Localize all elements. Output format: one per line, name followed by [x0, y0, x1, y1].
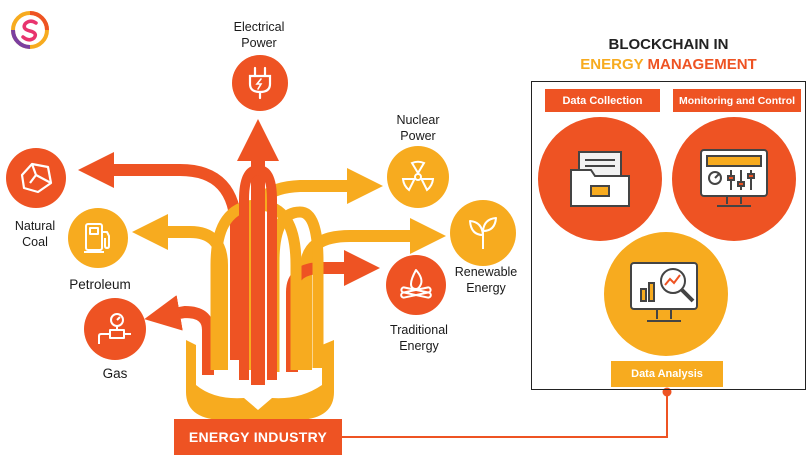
panel-title-line1: BLOCKCHAIN IN	[608, 36, 729, 53]
data-analysis-tag: Data Analysis	[611, 361, 723, 387]
data-analysis-node	[604, 232, 728, 356]
hub-connector-line	[342, 392, 668, 438]
energy-industry-hub: ENERGY INDUSTRY	[174, 419, 342, 455]
natural-coal-label: Natural Coal	[14, 219, 56, 249]
natural-coal-node	[6, 148, 66, 208]
coal-lump-icon	[20, 162, 53, 194]
monitoring-control-tag: Monitoring and Control	[673, 89, 801, 112]
radiation-icon	[401, 160, 435, 192]
arrow-to-coal	[78, 152, 242, 360]
panel-title-management: MANAGEMENT	[647, 55, 757, 73]
electrical-power-node	[232, 55, 288, 111]
panel-title-energy: ENERGY	[580, 55, 644, 73]
nuclear-power-node	[387, 146, 449, 208]
campfire-icon	[400, 269, 432, 299]
leaf-sprout-icon	[469, 217, 497, 249]
traditional-energy-label: Traditional Energy	[390, 323, 448, 353]
arrow-to-gas	[144, 295, 214, 375]
panel-title-line2: ENERGY MANAGEMENT	[531, 55, 806, 75]
plug-icon	[248, 66, 272, 100]
hands-shape	[186, 340, 334, 420]
data-collection-node	[538, 117, 662, 241]
traditional-energy-node	[386, 255, 446, 315]
folder-drawer-icon	[570, 151, 630, 207]
blockchain-panel	[531, 81, 806, 390]
gas-node	[84, 298, 146, 360]
brand-logo[interactable]	[10, 10, 50, 50]
nuclear-power-label: Nuclear Power	[396, 113, 440, 143]
fuel-pump-icon	[84, 223, 110, 253]
petroleum-label: Petroleum	[69, 277, 131, 292]
gas-label: Gas	[102, 366, 128, 381]
monitoring-control-node	[672, 117, 796, 241]
electrical-power-label: Electrical Power	[233, 20, 285, 50]
swirl-s-logo	[11, 11, 49, 49]
petroleum-node	[68, 208, 128, 268]
renewable-energy-node	[450, 200, 516, 266]
gas-meter-icon	[98, 313, 131, 344]
arrow-electrical-side	[239, 165, 259, 380]
control-monitor-icon	[700, 149, 768, 207]
arrow-electrical-side-2	[257, 165, 277, 380]
data-collection-tag: Data Collection	[545, 89, 660, 112]
renewable-energy-label: Renewable Energy	[454, 265, 518, 295]
analytics-monitor-icon	[630, 262, 698, 322]
panel-title: BLOCKCHAIN IN ENERGY MANAGEMENT	[531, 35, 806, 74]
